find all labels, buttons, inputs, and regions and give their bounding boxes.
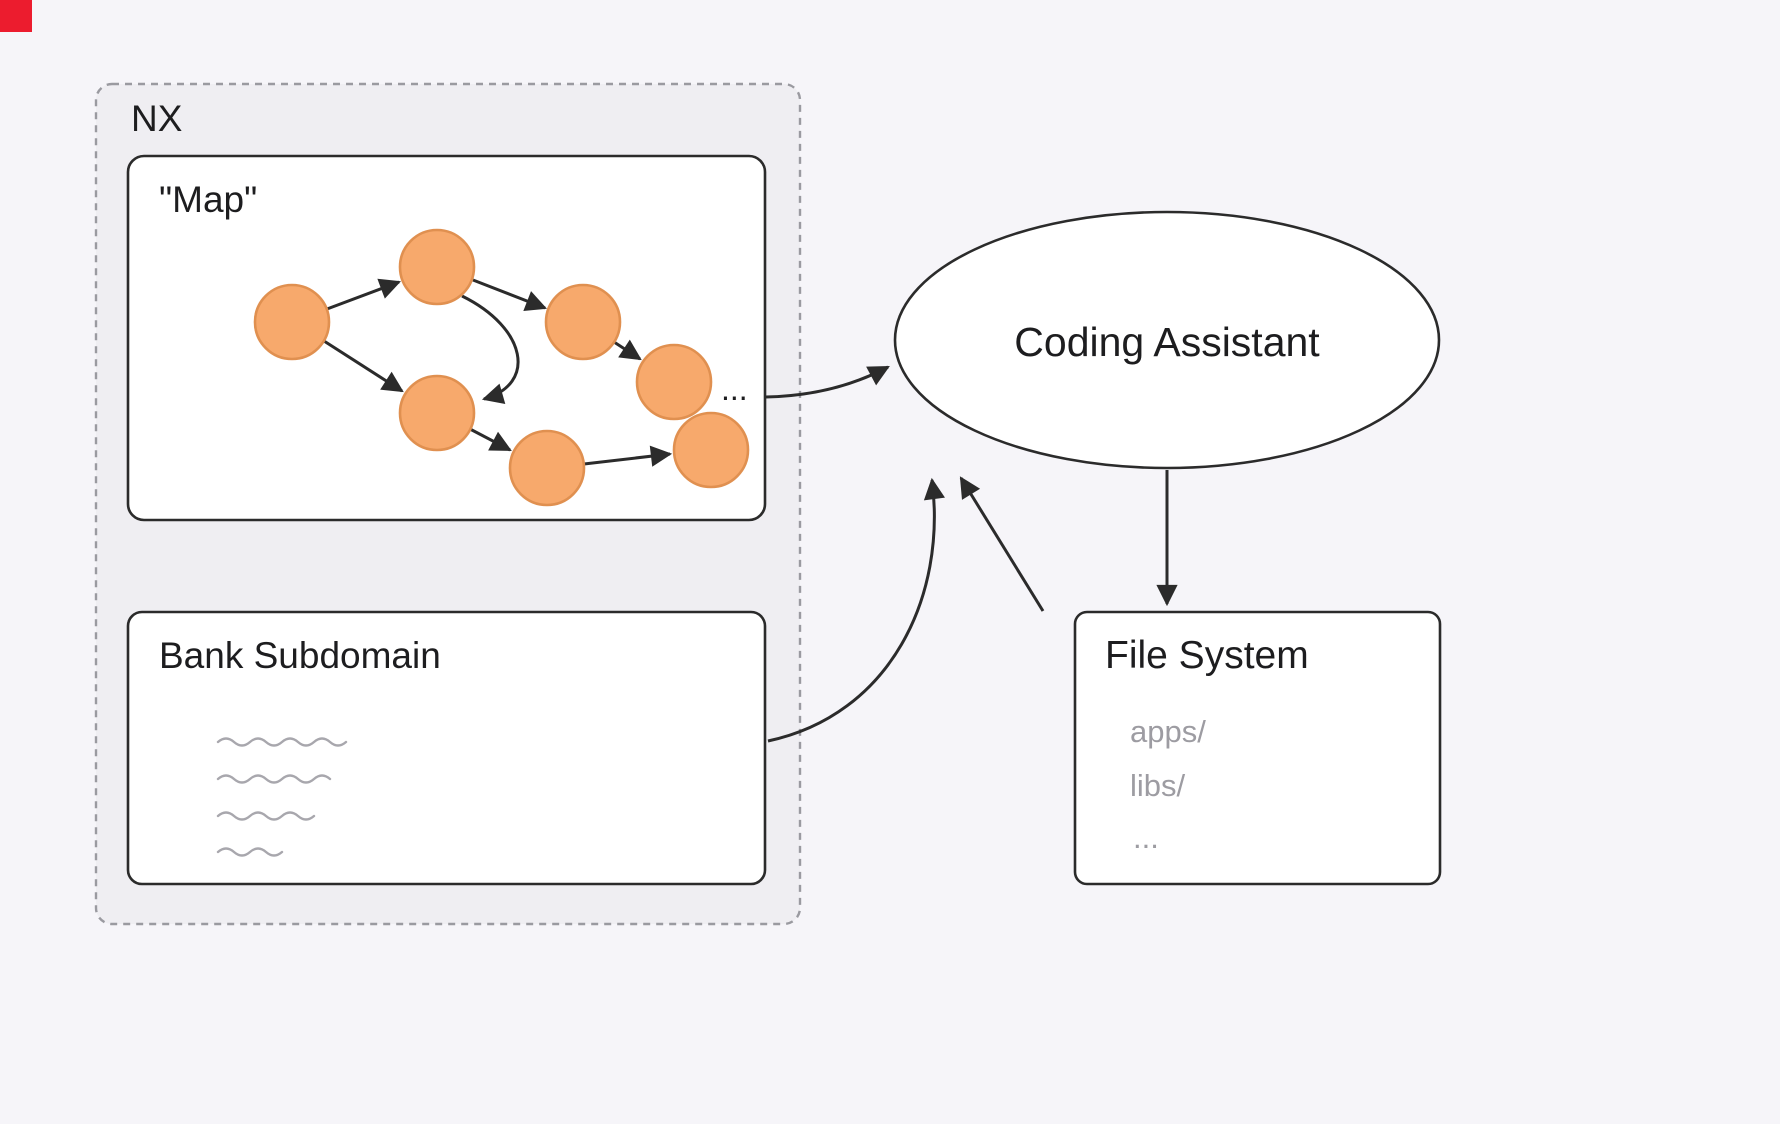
graph-node — [635, 343, 713, 421]
graph-edge — [323, 339, 404, 393]
graph-edges — [323, 278, 673, 467]
graph-edge — [583, 445, 673, 467]
bank-wavy-lines — [216, 737, 348, 857]
wavy-line — [216, 811, 316, 821]
graph-edge — [469, 427, 512, 452]
graph-node — [253, 283, 331, 361]
nx-label: NX — [131, 98, 182, 139]
graph-nodes — [253, 228, 750, 507]
wavy-line — [216, 774, 332, 784]
graph-node — [544, 283, 622, 361]
file-system-box — [1073, 610, 1442, 886]
graph-edge-curved — [461, 294, 520, 404]
graph-edge — [472, 278, 547, 311]
map-box — [126, 154, 767, 522]
graph-node — [672, 411, 750, 489]
graph-edge — [326, 278, 401, 311]
graph-edge — [613, 339, 642, 361]
bank-subdomain-label: Bank Subdomain — [159, 635, 441, 676]
wavy-line — [216, 737, 348, 747]
file-entry-apps: apps/ — [1130, 714, 1206, 749]
map-label: "Map" — [159, 179, 257, 220]
coding-assistant-ellipse — [893, 210, 1441, 470]
file-entry-ellipsis: ... — [1133, 820, 1159, 855]
map-ellipsis: ... — [721, 371, 748, 407]
graph-node — [398, 374, 476, 452]
red-corner-marker — [0, 0, 32, 32]
file-entry-libs: libs/ — [1130, 768, 1186, 803]
graph-node — [508, 429, 586, 507]
wavy-line — [216, 847, 284, 857]
file-system-label: File System — [1105, 634, 1309, 677]
arrow-bank-to-assistant — [767, 477, 945, 743]
bank-subdomain-box — [126, 610, 767, 886]
coding-assistant-label: Coding Assistant — [1014, 319, 1320, 365]
arrow-filesystem-to-assistant — [959, 476, 1045, 612]
graph-node — [398, 228, 476, 306]
arrow-map-to-assistant — [765, 365, 890, 399]
